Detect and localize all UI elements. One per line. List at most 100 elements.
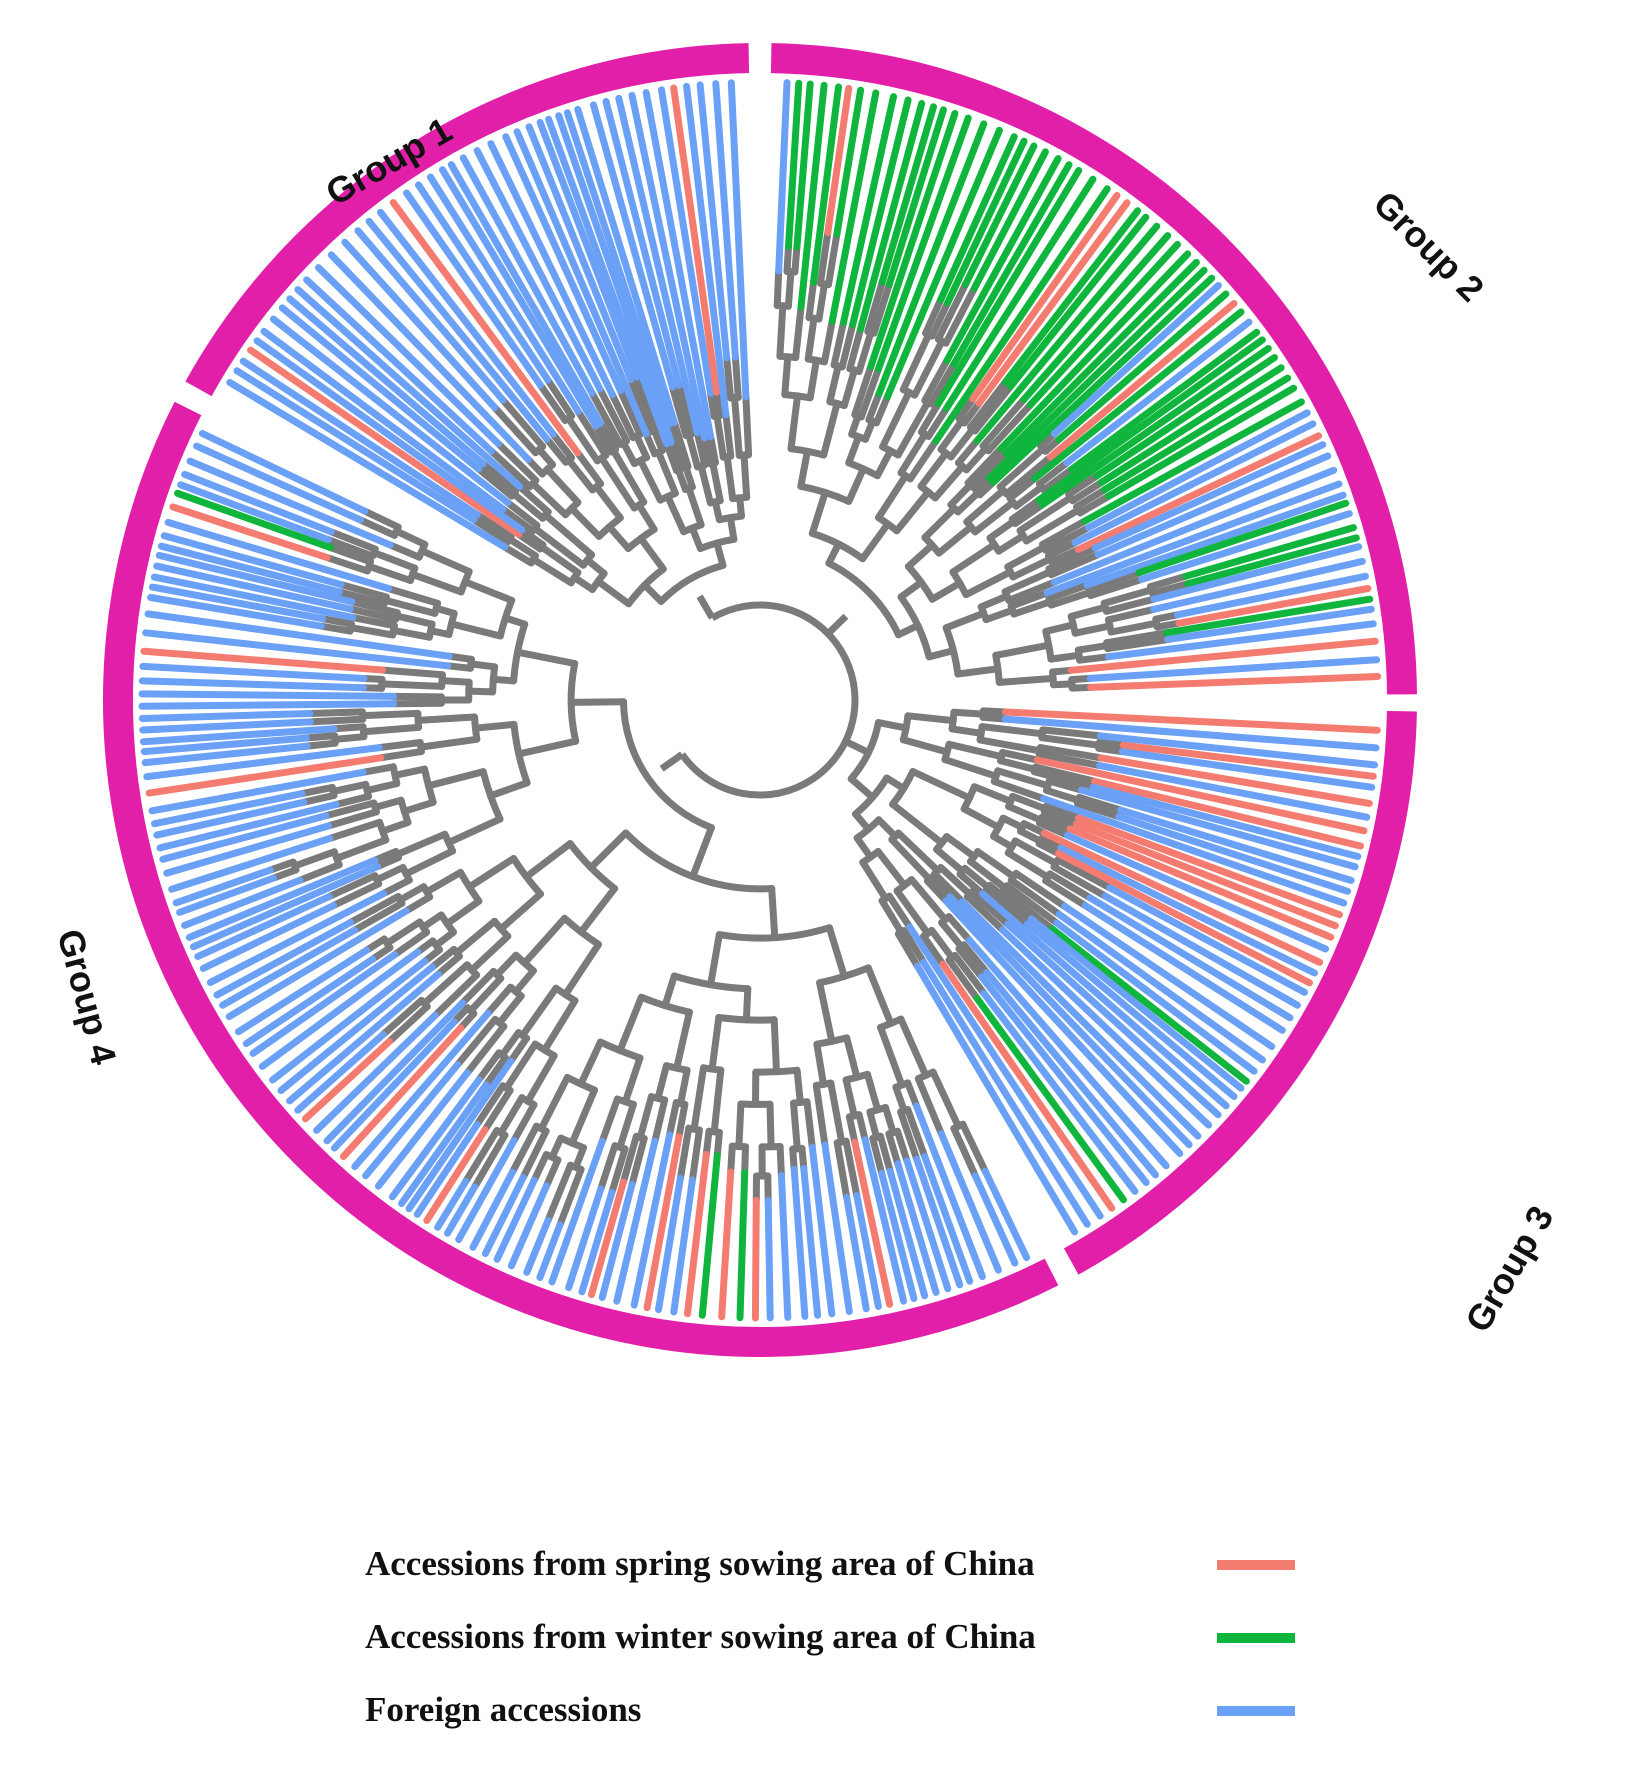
tree-tip [1026,240,1181,409]
tree-branch [740,451,751,501]
tree-branch [1038,734,1103,749]
tree-branch [731,353,742,401]
tree-branch [978,723,1046,738]
tree-branch [1017,827,1044,845]
tree-branch [592,422,615,456]
tree-branch [1050,680,1076,689]
tree-branch [866,1108,881,1141]
tree-branch [467,660,499,671]
tree-branch [359,709,422,720]
tree-branch [537,381,569,424]
tree-branch [961,399,983,427]
tree-tip [1074,432,1323,553]
tree-branch [883,774,908,792]
tree-branch [999,814,1026,831]
tree-tip [427,173,582,416]
tree-tip [140,734,310,756]
tree-branch [713,412,727,461]
tree-tip [415,181,552,384]
tree-branch [605,523,632,552]
tree-tip [444,1183,479,1237]
tree-branch [360,723,423,736]
tree-tip [225,907,410,1021]
tree-tip [980,989,1139,1195]
tree-branch [938,919,965,951]
tree-branch [1038,813,1074,833]
tree-tip [143,744,383,781]
tree-branch [941,756,1000,780]
tree-branch [1035,750,1104,770]
tree-branch [793,1066,804,1106]
tree-branch [419,911,445,931]
tree-branch [1085,569,1143,594]
tree-branch [943,833,978,861]
tree-tip [853,1192,882,1310]
tree-branch [816,979,836,1045]
tree-tip [958,898,1202,1140]
tree-tip [1078,786,1359,871]
tree-branch [1012,483,1046,510]
tree-tip [1051,466,1338,586]
tree-tip [797,81,828,311]
tree-branch [319,615,355,628]
group-ring-segment-2 [770,43,1417,695]
tree-tip [785,79,803,250]
tree-branch [506,535,539,560]
tree-branch [377,748,425,762]
tree-tip [1063,831,1330,953]
tree-branch [895,829,942,875]
tree-branch [531,524,587,569]
tree-branch [445,652,475,663]
tree-branch [685,484,705,529]
tree-tip [913,1102,986,1281]
tree-branch [1042,524,1092,554]
tree-branch [951,952,988,997]
tree-branch [468,932,512,974]
tree-tip [199,902,338,972]
tree-branch [432,604,458,617]
tree-tip [683,82,730,419]
tree-branch [1103,629,1170,647]
tree-tip [790,1165,809,1320]
tree-branch [685,431,701,471]
tree-branch [324,536,377,560]
tree-tip [1007,213,1150,390]
tree-branch [335,588,388,607]
tree-branch [722,411,735,460]
tree-branch [515,530,544,553]
tree-tip [164,518,393,593]
tree-tip [286,970,442,1105]
tree-tip [975,199,1131,407]
tree-branch [504,499,541,529]
tree-branch [510,1101,538,1144]
tree-branch [874,719,910,732]
tree-tip [177,481,332,544]
tree-branch [1035,459,1071,488]
tree-branch [804,314,818,363]
tree-branch [676,1124,693,1182]
tree-branch [984,401,1034,455]
tree-tip [153,798,308,839]
tree-branch [697,462,714,507]
tree-branch [462,1127,501,1185]
tree-branch [960,805,1003,831]
tree-branch [723,453,737,503]
tree-tip [341,238,499,411]
tree-branch [816,229,832,287]
tree-branch [709,459,724,505]
tree-branch [889,800,946,847]
tree-branch [365,562,414,584]
tree-branch [447,620,504,640]
tree-branch [616,993,645,1054]
tree-branch [427,627,453,638]
tree-branch [776,1143,785,1179]
tree-branch [463,1022,508,1077]
tree-branch [1045,581,1091,602]
tree-tip [413,1121,481,1218]
tree-tip [1067,637,1379,674]
tree-tip [235,946,371,1036]
tree-tip [970,148,1049,293]
tree-branch [885,892,914,931]
tree-tip [643,1133,683,1312]
tree-branch [371,848,400,864]
